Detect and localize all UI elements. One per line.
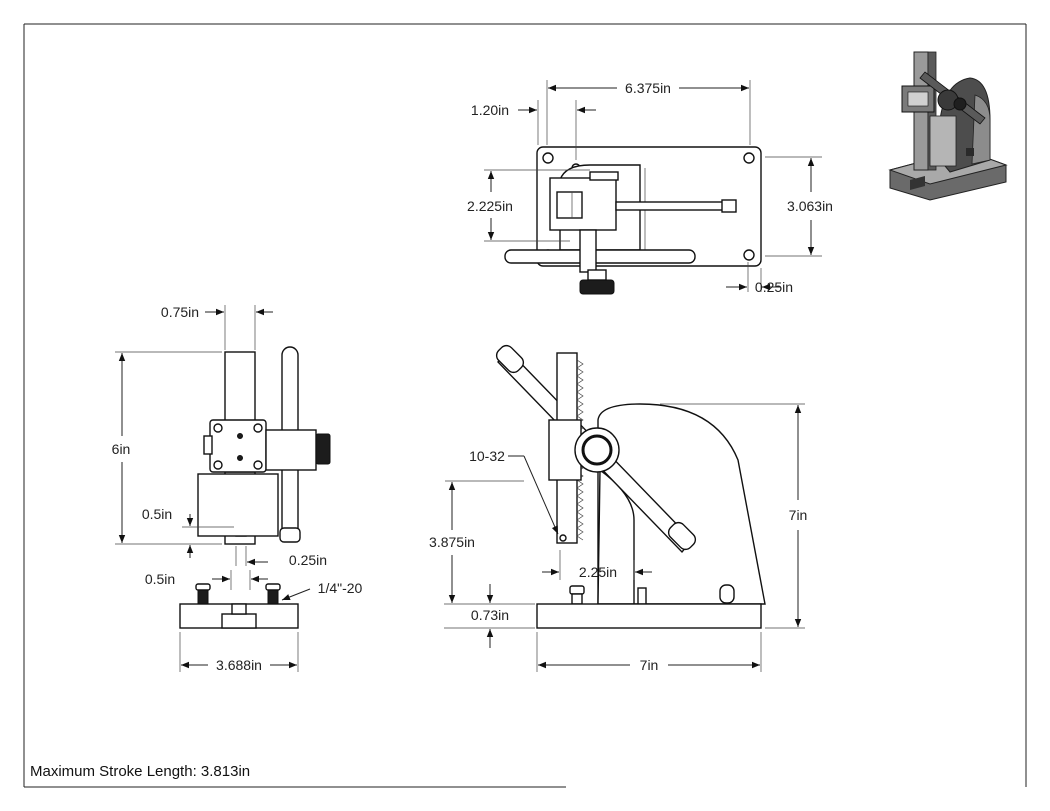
- dim-side-ram-height: 3.875in: [429, 534, 475, 550]
- dim-front-ram-width: 0.75in: [161, 304, 199, 320]
- dim-side-throat: 2.25in: [579, 564, 617, 580]
- dim-side-base-length: 7in: [640, 657, 659, 673]
- dim-front-ram-gap: 0.25in: [289, 552, 327, 568]
- dim-front-ram-bottom: 0.5in: [145, 571, 175, 587]
- dim-top-offset: 1.20in: [471, 102, 509, 118]
- max-stroke-note: Maximum Stroke Length: 3.813in: [30, 763, 250, 780]
- dim-top-depth-inner: 2.225in: [467, 198, 513, 214]
- front-view-dimensions: 0.75in 6in 0.5in 0.25in 0.5in 1/4"-20 3.…: [112, 304, 363, 673]
- top-view-dimensions: 6.375in 1.20in 2.225in 3.063in 0.25in: [467, 80, 833, 295]
- dim-top-edge: 0.25in: [755, 279, 793, 295]
- dim-side-base-thickness: 0.73in: [471, 607, 509, 623]
- dim-top-depth: 3.063in: [787, 198, 833, 214]
- side-view-dimensions: 10-32 3.875in 2.25in 0.73in 7in 7in: [429, 403, 808, 673]
- dim-top-width: 6.375in: [625, 80, 671, 96]
- dim-side-screw: 10-32: [469, 448, 505, 464]
- dim-front-ram-hole: 0.5in: [142, 506, 172, 522]
- sheet-border: [23, 23, 1027, 788]
- side-view: [495, 344, 766, 629]
- front-view: [179, 346, 331, 629]
- dim-front-base-width: 3.688in: [216, 657, 262, 673]
- dim-front-thread: 1/4"-20: [318, 580, 363, 596]
- top-view: [504, 146, 762, 295]
- dim-side-height: 7in: [789, 507, 808, 523]
- dim-front-height: 6in: [112, 441, 131, 457]
- isometric-view: [888, 51, 1008, 201]
